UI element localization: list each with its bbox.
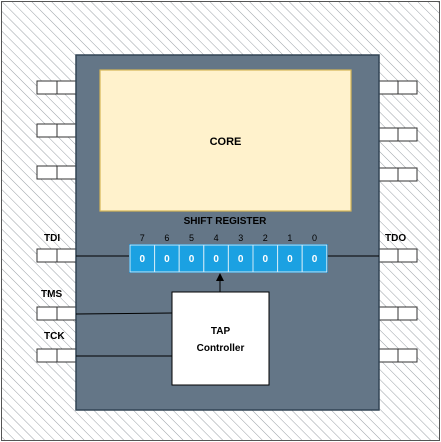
pin-tdo (378, 248, 418, 263)
shift-register-title: SHIFT REGISTER (184, 216, 268, 227)
pin-left-1 (36, 80, 77, 95)
register-cell (154, 244, 180, 273)
register-bit-value: 0 (189, 254, 195, 265)
tap-controller-line2: Controller (197, 343, 245, 354)
register-bit-value: 0 (164, 254, 170, 265)
register-bit-value: 0 (287, 254, 293, 265)
pin-tck (36, 348, 77, 363)
register-cell (301, 244, 328, 273)
pin-right-5 (378, 306, 418, 321)
register-cell (203, 244, 229, 273)
register-bit-index: 5 (189, 233, 194, 243)
pin-left-3 (36, 165, 77, 180)
register-bit-value: 0 (263, 254, 269, 265)
register-bit-index: 1 (287, 233, 292, 243)
register-bit-value: 0 (140, 254, 146, 265)
tdi-label: TDI (44, 233, 60, 244)
pin-left-2 (36, 123, 77, 138)
register-bit-index: 6 (164, 233, 169, 243)
pin-right-1 (378, 80, 418, 95)
register-bit-index: 7 (140, 233, 145, 243)
register-bit-index: 3 (238, 233, 243, 243)
register-cell (227, 244, 254, 273)
tms-wire (75, 312, 173, 315)
register-bit-value: 0 (238, 254, 244, 265)
pin-right-3 (378, 167, 418, 182)
left-pins (36, 80, 77, 363)
register-bit-index: 0 (312, 233, 317, 243)
pin-tms (36, 306, 77, 321)
pin-tdi (36, 248, 77, 263)
register-cell (252, 244, 279, 273)
core-block (99, 69, 352, 212)
register-cell (178, 244, 205, 273)
core-label: CORE (210, 136, 242, 148)
pin-right-2 (378, 127, 418, 142)
tck-label: TCK (44, 331, 65, 342)
tms-label: TMS (41, 289, 62, 300)
tap-controller-block (171, 291, 270, 386)
tap-controller-line1: TAP (211, 326, 231, 337)
tdo-label: TDO (385, 233, 406, 244)
pin-right-6 (378, 348, 418, 363)
register-bit-value: 0 (213, 254, 219, 265)
register-bit-index: 4 (214, 233, 219, 243)
shift-register: 0 7 0 6 0 5 0 4 0 3 0 2 0 1 0 0 (129, 233, 328, 273)
register-bit-value: 0 (312, 254, 318, 265)
register-bit-index: 2 (263, 233, 268, 243)
register-cell (277, 244, 303, 273)
